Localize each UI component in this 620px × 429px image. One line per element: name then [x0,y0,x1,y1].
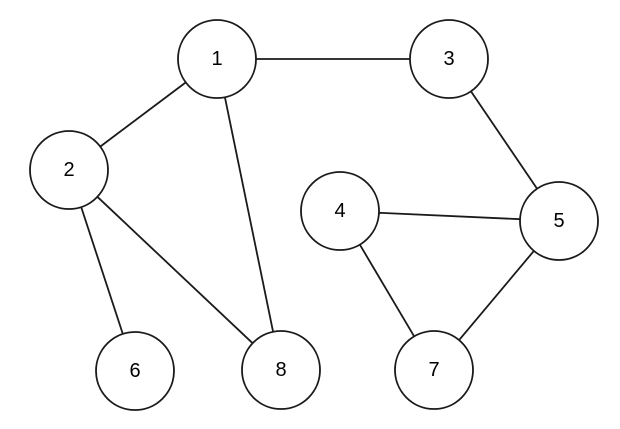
node-circle-3 [409,19,489,99]
node-label-5: 5 [553,210,564,232]
node-circle-4 [300,171,380,251]
node-label-8: 8 [275,359,286,381]
node-2: 2 [29,130,109,210]
node-circle-6 [95,331,175,411]
node-circle-5 [519,181,599,261]
edge-4-7 [359,244,415,337]
node-circle-8 [241,330,321,410]
node-label-6: 6 [129,360,140,382]
node-label-2: 2 [63,159,74,181]
node-1: 1 [177,19,257,99]
edge-1-8 [224,97,274,332]
node-circle-1 [177,19,257,99]
edge-4-5 [378,211,521,221]
node-circle-7 [394,330,474,410]
node-5: 5 [519,181,599,261]
edges-layer [80,58,538,344]
edge-3-5 [470,90,538,190]
node-6: 6 [95,331,175,411]
node-8: 8 [241,330,321,410]
edge-2-6 [80,206,124,335]
node-label-4: 4 [334,200,345,222]
edge-1-2 [99,81,187,148]
edge-5-7 [458,250,535,341]
node-label-3: 3 [443,48,454,70]
node-circle-2 [29,130,109,210]
nodes-layer: 1 2 3 4 5 6 7 8 [29,19,599,411]
node-7: 7 [394,330,474,410]
edge-2-8 [96,196,254,344]
node-label-7: 7 [428,359,439,381]
node-3: 3 [409,19,489,99]
node-label-1: 1 [211,48,222,70]
node-4: 4 [300,171,380,251]
